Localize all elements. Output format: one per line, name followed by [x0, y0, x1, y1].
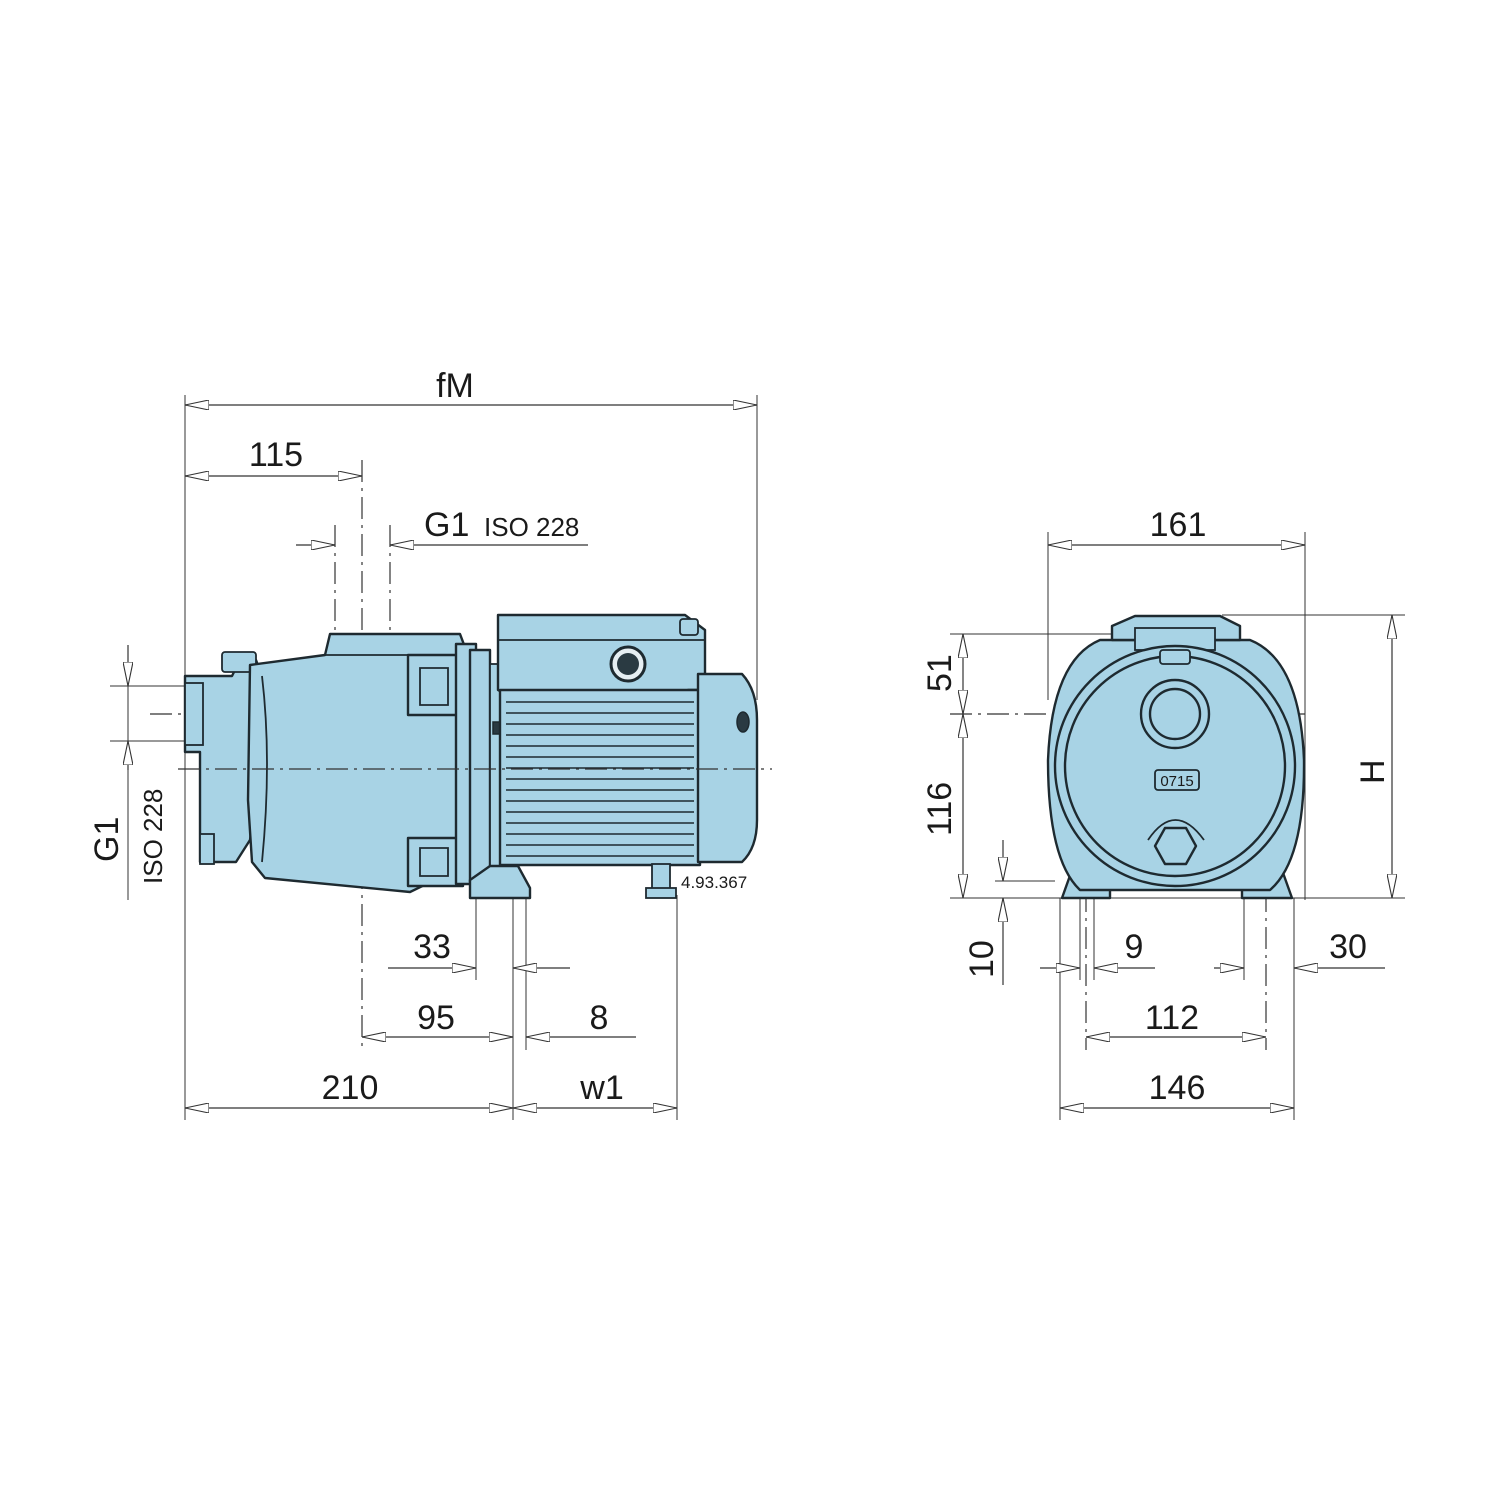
label-10: 10	[963, 940, 1001, 978]
label-115: 115	[249, 436, 303, 474]
drawing-code: 4.93.367	[681, 873, 747, 892]
label-fM: fM	[436, 367, 474, 405]
label-top-port-thread: G1	[424, 506, 469, 544]
label-9: 9	[1125, 928, 1144, 966]
side-view: fM 115 G1 ISO 228 G1 ISO 228 33 95 8 210…	[88, 367, 772, 1120]
label-left-port-thread: G1	[88, 817, 126, 862]
label-H: H	[1354, 759, 1392, 784]
front-view: 0715 161 51 116 H 10 9 30 112 146	[921, 506, 1405, 1120]
label-161: 161	[1150, 506, 1207, 544]
front-pump-body: 0715	[1046, 614, 1306, 900]
label-top-port-standard: ISO 228	[484, 512, 579, 542]
label-116: 116	[921, 782, 959, 836]
label-95: 95	[417, 999, 455, 1037]
label-8: 8	[590, 999, 609, 1037]
label-210: 210	[322, 1069, 379, 1107]
label-30: 30	[1329, 928, 1367, 966]
label-w1: w1	[579, 1069, 623, 1107]
label-51: 51	[921, 654, 959, 692]
side-dimension-lines	[128, 405, 757, 1108]
front-dimension-lines	[963, 545, 1392, 1108]
label-33: 33	[413, 928, 451, 966]
label-112: 112	[1145, 999, 1199, 1037]
label-146: 146	[1149, 1069, 1206, 1107]
motor-cooling-fins	[506, 701, 694, 857]
label-left-port-standard: ISO 228	[138, 789, 168, 884]
side-pump-body	[183, 613, 759, 900]
nameplate-text: 0715	[1160, 773, 1193, 790]
